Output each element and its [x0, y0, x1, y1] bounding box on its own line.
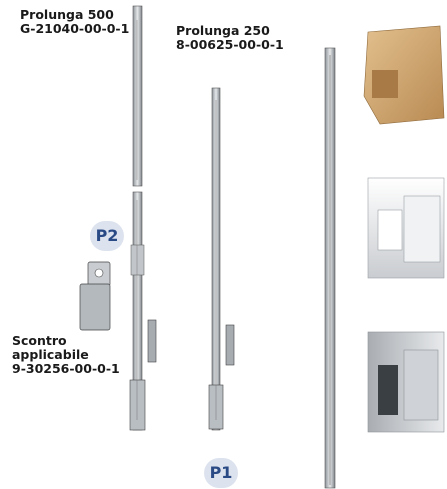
scontro-code: 9-30256-00-0-1 — [12, 361, 120, 376]
bar-prolunga-500 — [129, 5, 157, 431]
pvc-profile-image — [367, 177, 445, 279]
scontro-line1: Scontro — [12, 333, 67, 348]
prolunga-500-label: Prolunga 500 G-21040-00-0-1 — [20, 8, 129, 36]
wood-profile-image — [363, 25, 445, 125]
prolunga-500-title: Prolunga 500 — [20, 7, 114, 22]
aluminium-profile-image — [367, 331, 445, 433]
badge-p1: P1 — [204, 458, 238, 488]
scontro-line2: applicabile — [12, 347, 89, 362]
scontro-label: Scontro applicabile 9-30256-00-0-1 — [12, 334, 120, 376]
badge-p2: P2 — [90, 221, 124, 251]
prolunga-250-title: Prolunga 250 — [176, 23, 270, 38]
prolunga-500-code: G-21040-00-0-1 — [20, 21, 130, 36]
prolunga-250-label: Prolunga 250 8-00625-00-0-1 — [176, 24, 284, 52]
bar-prolunga-250 — [208, 87, 235, 431]
prolunga-250-code: 8-00625-00-0-1 — [176, 37, 284, 52]
scontro-keeper — [79, 261, 111, 331]
threaded-rod — [324, 47, 336, 489]
